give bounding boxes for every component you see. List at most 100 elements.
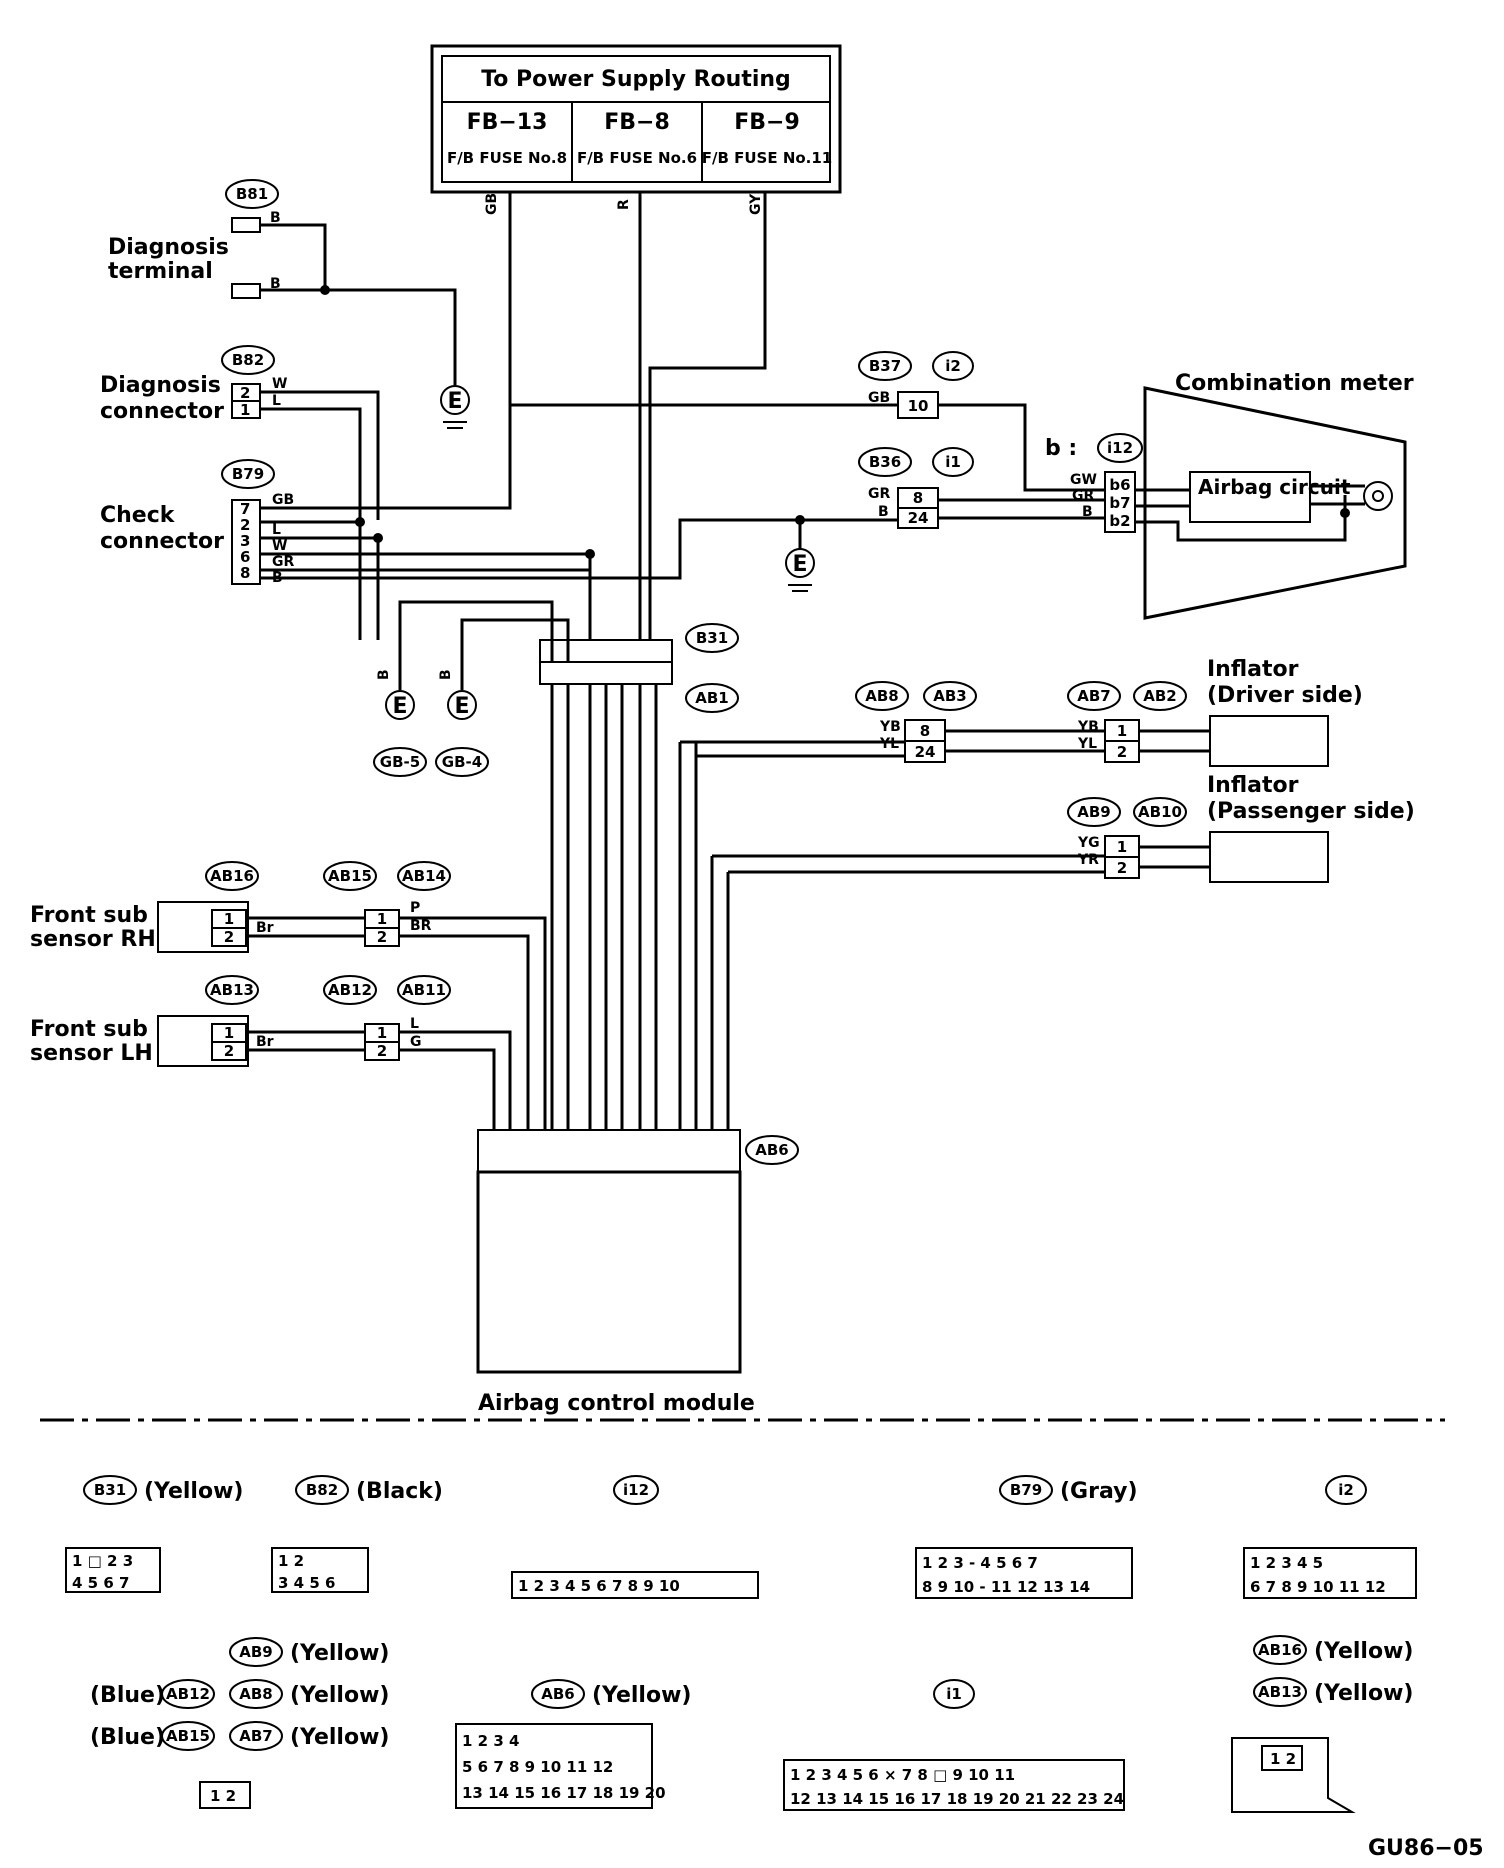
legend-ab16-color: (Yellow) (1314, 1639, 1413, 1664)
wire-ab11-l: L (410, 1016, 419, 1032)
b31-junction: B31 AB1 E E GB-5 GB-4 B B (373, 600, 739, 777)
airbag-module-label: Airbag control module (478, 1391, 755, 1416)
legend-ab9-color: (Yellow) (290, 1641, 389, 1666)
legend-ab16-pins: 1 2 (1270, 1750, 1296, 1768)
legend-ab6-row2: 5 6 7 8 9 10 11 12 (462, 1758, 613, 1776)
wire-b79-gb: GB (272, 492, 294, 508)
legend-b31-color: (Yellow) (144, 1479, 243, 1504)
tag-ab8: AB8 (865, 687, 898, 705)
wire-b82-w: W (272, 376, 287, 392)
tag-gb5: GB-5 (380, 753, 420, 771)
wire-gb: GB (484, 193, 500, 215)
legend-tag-ab12: AB12 (166, 1685, 210, 1703)
wire-gb4-b: B (438, 669, 454, 680)
power-supply-title: To Power Supply Routing (481, 67, 791, 92)
wire-ab14-p: P (410, 900, 420, 916)
wire-b81-1: B (270, 210, 281, 226)
ab7-pin-2: 2 (1117, 743, 1127, 761)
diagnosis-connector-label-1: Diagnosis (100, 373, 221, 398)
legend-two-pin: 1 2 (210, 1787, 236, 1805)
tag-i12: i12 (1107, 439, 1133, 457)
fuse-fb13: FB−13 (467, 110, 548, 135)
tag-ab9: AB9 (1077, 803, 1110, 821)
power-supply-box: To Power Supply Routing FB−13 FB−8 FB−9 … (430, 44, 842, 194)
fuse-fb9: FB−9 (734, 110, 800, 135)
legend-i1-row1: 1 2 3 4 5 6 × 7 8 □ 9 10 11 (790, 1766, 1015, 1784)
tag-ab6: AB6 (755, 1141, 788, 1159)
legend-ab8-color: (Yellow) (290, 1683, 389, 1708)
diagnosis-connector-group: B82 2 1 W L Diagnosis connector (100, 345, 380, 520)
inflator-driver-label-1: Inflator (1207, 657, 1299, 682)
b79-pin-2: 2 (240, 516, 250, 534)
legend-tag-b31: B31 (94, 1481, 126, 1499)
ground-e-1: E (447, 389, 462, 414)
b82-pin-1: 1 (240, 401, 250, 419)
front-sub-rh-label-1: Front sub (30, 903, 148, 928)
wire-i12-gw: GW (1070, 472, 1097, 488)
tag-ab13: AB13 (210, 981, 254, 999)
tag-ab11: AB11 (402, 981, 446, 999)
diagnosis-terminal-label-1: Diagnosis (108, 235, 229, 260)
tag-ab14: AB14 (402, 867, 446, 885)
legend-tag-i1: i1 (946, 1685, 962, 1703)
ground-e-2: E (792, 552, 807, 577)
power-wires: GB R GY (484, 192, 920, 640)
b37-junction: B37 i2 10 GB (858, 351, 1105, 492)
tag-b31: B31 (696, 629, 728, 647)
ab8-pin-24: 24 (915, 743, 936, 761)
legend-b82-color: (Black) (356, 1479, 443, 1504)
wire-ab9-yr: YR (1077, 852, 1099, 868)
tag-ab3: AB3 (933, 687, 966, 705)
ab12-pin-2: 2 (377, 1042, 387, 1060)
legend-tag-ab13: AB13 (1258, 1683, 1302, 1701)
wire-b81-2: B (270, 276, 281, 292)
legend-i2-pins-bottom: 6 7 8 9 10 11 12 (1250, 1578, 1386, 1596)
b79-pin-7: 7 (240, 500, 250, 518)
wire-gy: GY (748, 193, 764, 215)
front-sub-sensor-lh-group: Front sub sensor LH 1 2 AB13 AB12 AB11 1… (30, 975, 512, 1130)
module-harness (550, 684, 730, 1130)
ab8-pin-8: 8 (920, 722, 930, 740)
b36-pin-8: 8 (913, 489, 923, 507)
legend-ab6-row1: 1 2 3 4 (462, 1732, 519, 1750)
legend-tag-i12: i12 (623, 1481, 649, 1499)
wire-b36-b: B (878, 504, 889, 520)
b37-pin-10: 10 (908, 397, 929, 415)
i12-pin-b2: b2 (1109, 512, 1130, 530)
tag-b36: B36 (869, 453, 901, 471)
check-connector-label-2: connector (100, 529, 224, 554)
fuse-no8: F/B FUSE No.8 (447, 149, 567, 167)
b82-pin-2: 2 (240, 384, 250, 402)
tag-b37: B37 (869, 357, 901, 375)
legend-tag-i2: i2 (1338, 1481, 1354, 1499)
ab13-pin-1: 1 (224, 1024, 234, 1042)
ab9-pin-2: 2 (1117, 859, 1127, 877)
ab12-pin-1: 1 (377, 1024, 387, 1042)
fuse-fb8: FB−8 (604, 110, 670, 135)
wire-b82-l: L (272, 393, 281, 409)
legend-ab12-color: (Blue) (90, 1683, 165, 1708)
wire-gb5-b: B (376, 669, 392, 680)
front-sub-sensor-rh-group: Front sub sensor RH 1 2 AB16 AB15 AB14 1… (30, 861, 547, 1130)
b79-pin-6: 6 (240, 548, 250, 566)
legend-tag-ab9: AB9 (239, 1643, 272, 1661)
wire-ab13-br: Br (256, 1034, 274, 1050)
check-connector-group: B79 7 2 3 6 8 GB L W GR B Check connecto… (100, 405, 920, 640)
i12-pin-b6: b6 (1109, 476, 1130, 494)
tag-ab7: AB7 (1077, 687, 1110, 705)
wire-ab8-yl: YL (879, 736, 899, 752)
inflator-driver-label-2: (Driver side) (1207, 683, 1363, 708)
diagnosis-terminal-group: B81 B B Diagnosis terminal E (108, 179, 470, 429)
wire-ab11-g: G (410, 1034, 422, 1050)
tag-ab16: AB16 (210, 867, 254, 885)
front-sub-lh-label-2: sensor LH (30, 1041, 153, 1066)
tag-i2: i2 (945, 357, 961, 375)
legend-i12-pins: 1 2 3 4 5 6 7 8 9 10 (518, 1577, 680, 1595)
wire-i12-b: B (1082, 504, 1093, 520)
check-connector-label-1: Check (100, 503, 176, 528)
combination-meter-label: Combination meter (1175, 371, 1414, 396)
wire-ab9-yg: YG (1077, 835, 1100, 851)
ab9-pin-1: 1 (1117, 838, 1127, 856)
ab7-pin-1: 1 (1117, 722, 1127, 740)
inflator-driver-group: AB8 AB3 AB7 AB2 8 24 1 2 Inflator (Drive… (680, 657, 1363, 767)
